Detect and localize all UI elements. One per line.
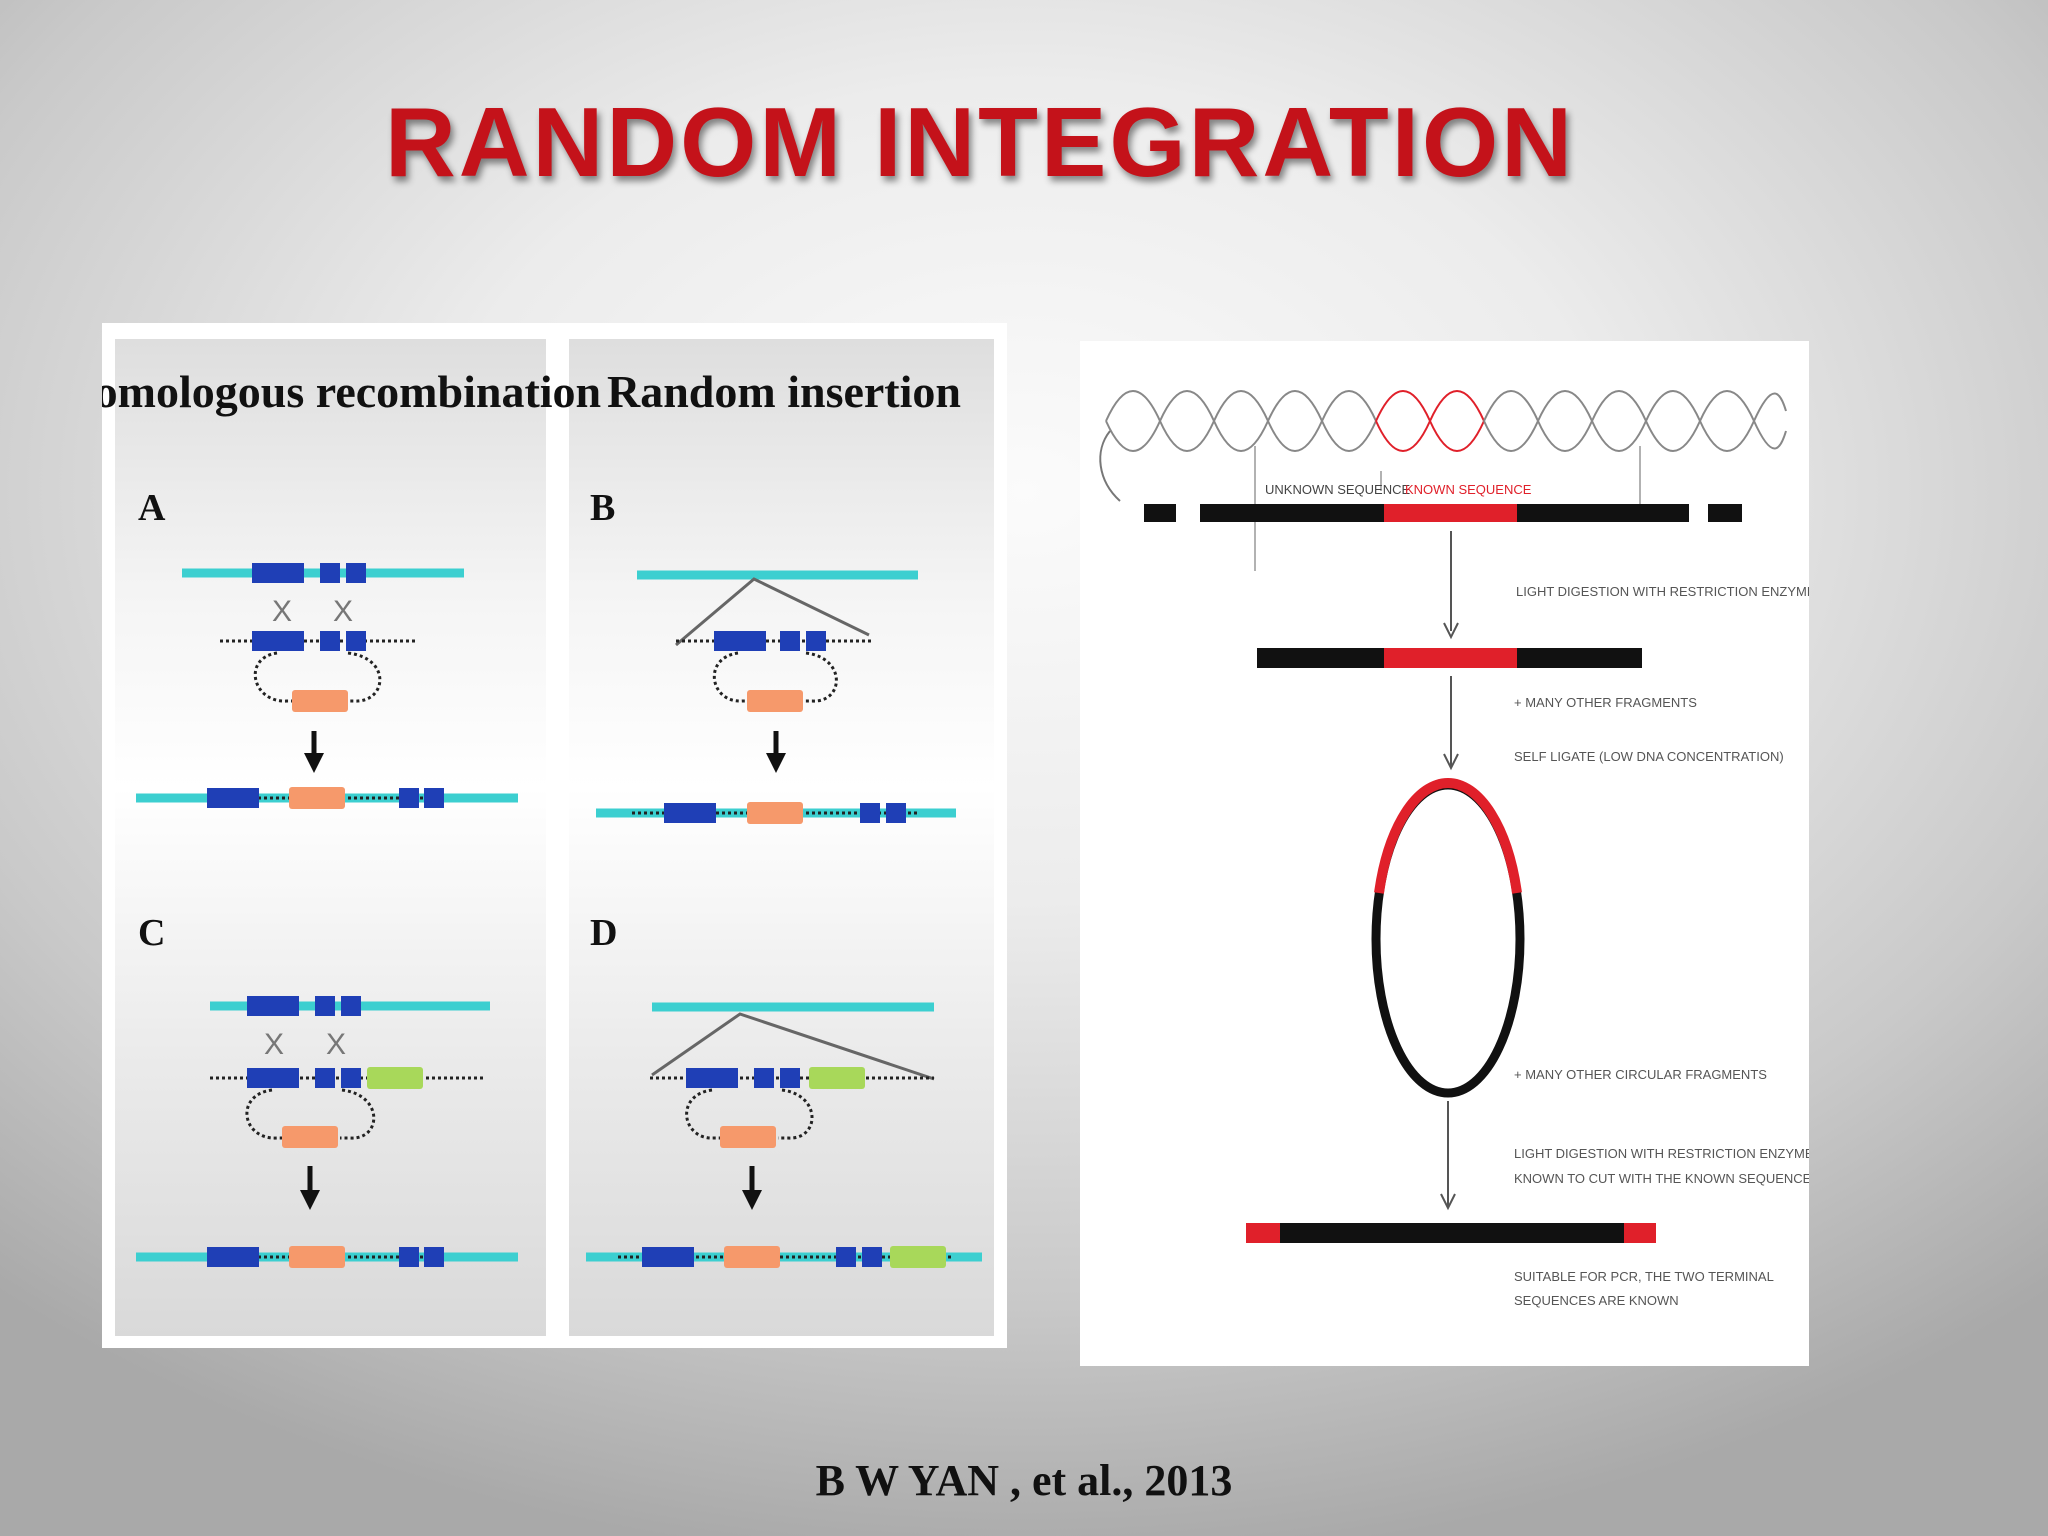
homologous-header: Homologous recombination	[102, 366, 601, 417]
restriction-fragment	[1257, 648, 1642, 668]
panel-label-b: B	[590, 487, 615, 529]
step-5-label-line-1: LIGHT DIGESTION WITH RESTRICTION ENZYME	[1514, 1146, 1809, 1161]
recombination-figure: Homologous recombination Random insertio…	[102, 323, 1007, 1348]
panel-label-d: D	[590, 912, 617, 954]
step-3-label: SELF LIGATE (LOW DNA CONCENTRATION)	[1514, 749, 1784, 764]
step-5-label-line-2: KNOWN TO CUT WITH THE KNOWN SEQUENCE	[1514, 1171, 1809, 1186]
step-4-label: + MANY OTHER CIRCULAR FRAGMENTS	[1514, 1067, 1767, 1082]
step-2-label: + MANY OTHER FRAGMENTS	[1514, 695, 1697, 710]
step-6-label-line-2: SEQUENCES ARE KNOWN	[1514, 1293, 1679, 1308]
citation: B W YAN , et al., 2013	[815, 1456, 1233, 1505]
dna-helix	[1099, 390, 1787, 502]
genomic-bar	[1144, 504, 1742, 522]
panel-c-diagram: X X	[136, 996, 518, 1268]
inverse-pcr-diagram: UNKNOWN SEQUENCE KNOWN SEQUENCE LIGHT DI…	[1099, 390, 1809, 1308]
random-panel	[569, 339, 994, 1336]
recombination-diagram: Homologous recombination Random insertio…	[102, 339, 994, 1336]
inverse-pcr-figure: UNKNOWN SEQUENCE KNOWN SEQUENCE LIGHT DI…	[1080, 341, 1809, 1366]
panel-d-diagram	[586, 1002, 982, 1268]
unknown-sequence-label: UNKNOWN SEQUENCE	[1265, 482, 1411, 497]
pcr-product	[1246, 1223, 1656, 1243]
slide-title: RANDOM INTEGRATION	[385, 87, 1575, 197]
circular-fragment	[1371, 778, 1525, 1098]
random-header: Random insertion	[607, 366, 961, 417]
panel-b-diagram	[596, 570, 956, 824]
known-sequence-label: KNOWN SEQUENCE	[1405, 482, 1532, 497]
step-1-label: LIGHT DIGESTION WITH RESTRICTION ENZYME	[1516, 584, 1809, 599]
panel-a-diagram: X X	[136, 563, 518, 809]
step-6-label-line-1: SUITABLE FOR PCR, THE TWO TERMINAL	[1514, 1269, 1774, 1284]
svg-text:X: X	[333, 595, 353, 628]
svg-text:X: X	[326, 1028, 346, 1061]
panel-label-c: C	[138, 912, 165, 954]
panel-label-a: A	[138, 487, 166, 529]
svg-text:X: X	[272, 595, 292, 628]
homologous-panel	[115, 339, 546, 1336]
svg-text:X: X	[264, 1028, 284, 1061]
